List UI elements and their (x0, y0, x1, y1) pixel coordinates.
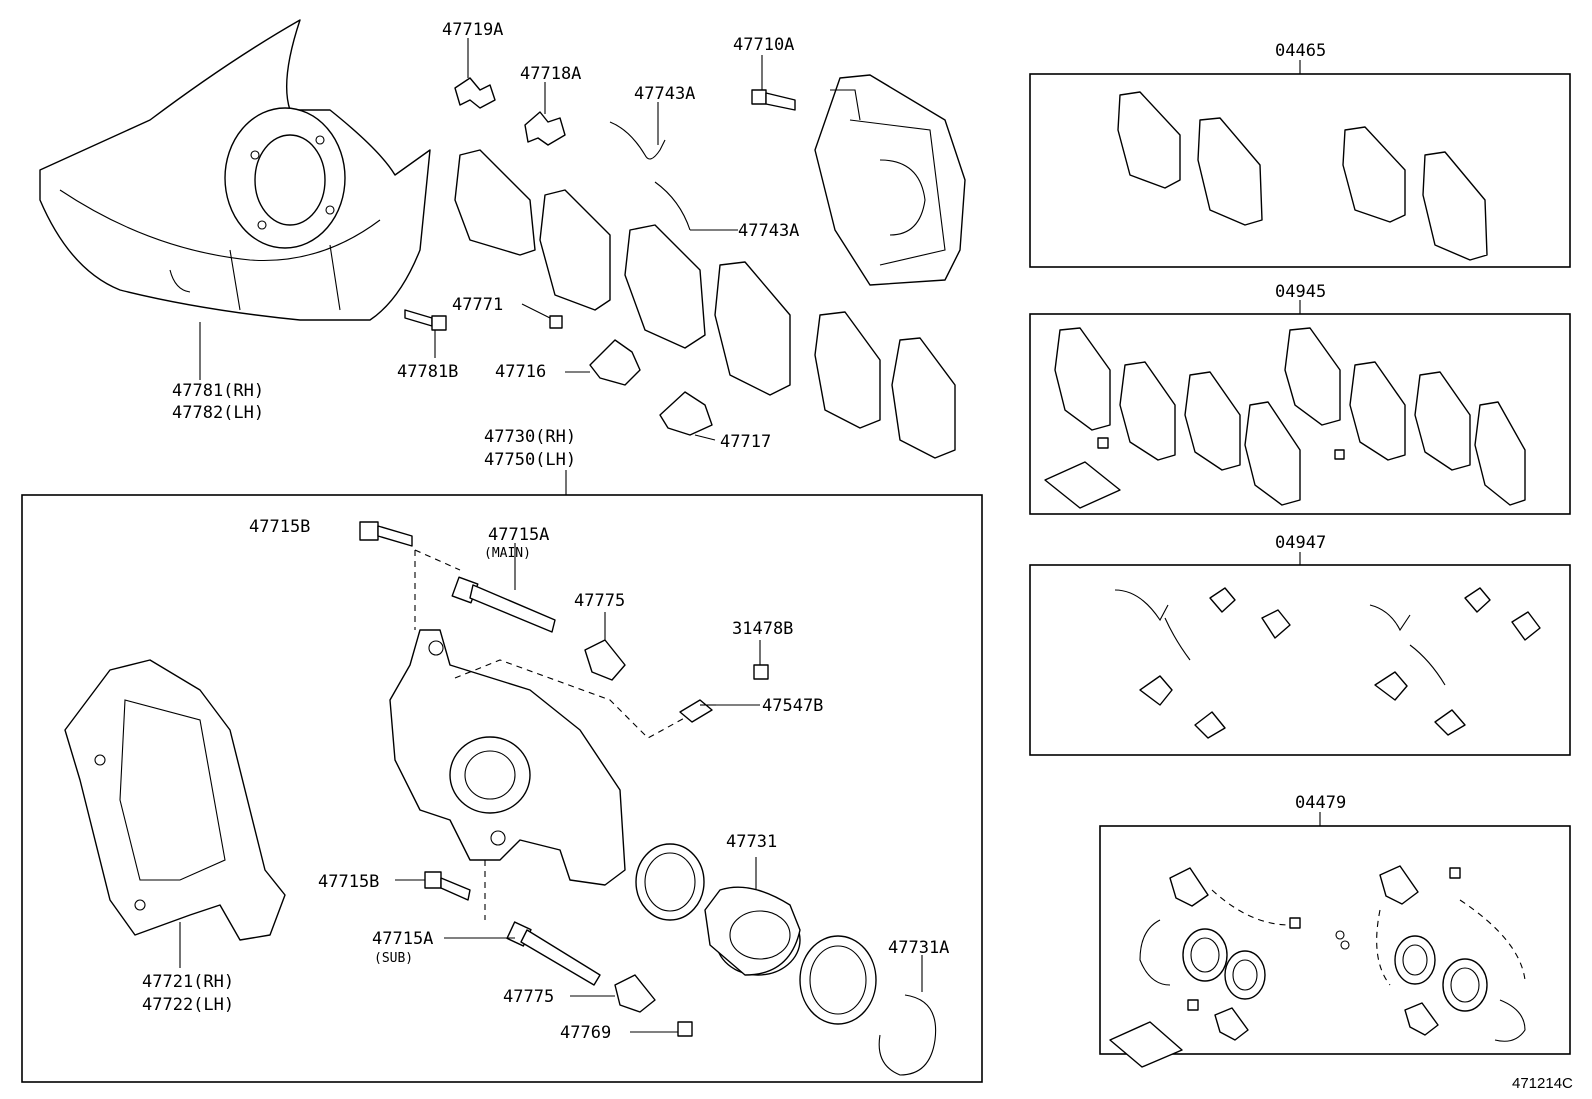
mounting-bracket-drawing (64, 659, 286, 941)
label-47710A: 47710A (733, 35, 794, 55)
clip-47719A-drawing (454, 77, 496, 109)
label-47721-rh: 47721(RH) (142, 972, 234, 992)
kit-04945-pads-drawing (1044, 327, 1526, 509)
label-47718A: 47718A (520, 64, 581, 84)
label-47717: 47717 (720, 432, 771, 452)
seal-ring-drawing (635, 843, 705, 921)
bolt-47715B-top-drawing (359, 521, 413, 547)
label-47781-rh: 47781(RH) (172, 381, 264, 401)
label-47547B: 47547B (762, 696, 823, 716)
piston-boot-drawing (799, 935, 877, 1025)
label-47715A-main: 47715A (488, 525, 549, 545)
pin-47715A-sub-drawing (506, 921, 601, 986)
label-47731A: 47731A (888, 938, 949, 958)
label-31478B: 31478B (732, 619, 793, 639)
wear-indicator-47716-drawing (589, 339, 641, 386)
label-kit-04945: 04945 (1275, 282, 1326, 302)
kit-04947-clips-drawing (1114, 587, 1541, 739)
caliper-top-drawing (814, 74, 966, 286)
boot-47775-bottom-drawing (614, 974, 656, 1013)
label-47743A-top: 47743A (634, 84, 695, 104)
label-47771: 47771 (452, 295, 503, 315)
label-kit-04479: 04479 (1295, 793, 1346, 813)
caliper-assembly-box (21, 494, 983, 1083)
label-47730-rh: 47730(RH) (484, 427, 576, 447)
bleeder-47547B-drawing (679, 699, 716, 723)
label-47781B: 47781B (397, 362, 458, 382)
dust-shield-drawing (39, 19, 431, 321)
label-47731: 47731 (726, 832, 777, 852)
label-47782-lh: 47782(LH) (172, 403, 264, 423)
clip-47718A-drawing (524, 111, 566, 146)
bolt-47710A-drawing (751, 89, 796, 111)
label-kit-04465: 04465 (1275, 41, 1326, 61)
label-47719A: 47719A (442, 20, 503, 40)
label-47743A-mid: 47743A (738, 221, 799, 241)
boot-47775-top-drawing (584, 639, 626, 681)
cap-31478B-drawing (753, 664, 769, 680)
label-47750-lh: 47750(LH) (484, 450, 576, 470)
piston-47731-drawing (704, 886, 801, 976)
label-47775-bottom: 47775 (503, 987, 554, 1007)
kit-04465-box (1029, 73, 1571, 268)
pin-47715A-main-drawing (451, 576, 556, 633)
label-47769: 47769 (560, 1023, 611, 1043)
label-47715A-sub: 47715A (372, 929, 433, 949)
kit-04465-pads-drawing (1117, 91, 1488, 261)
pads-drawing (454, 149, 956, 459)
spring-47743A-drawing (609, 121, 691, 231)
label-47715B-top: 47715B (249, 517, 310, 537)
bolt-47781B-drawing (404, 309, 447, 331)
label-47722-lh: 47722(LH) (142, 995, 234, 1015)
bolt-47715B-bottom-drawing (424, 871, 471, 901)
label-47715B-bottom: 47715B (318, 872, 379, 892)
caliper-body-drawing (389, 629, 626, 886)
label-main-note: (MAIN) (484, 546, 531, 561)
snap-ring-47731A-drawing (878, 994, 937, 1076)
kit-04479-box (1099, 825, 1571, 1055)
figure-code: 471214C (1512, 1075, 1573, 1092)
label-sub-note: (SUB) (374, 951, 413, 966)
cap-47769-drawing (677, 1021, 693, 1037)
clip-47771-drawing (549, 315, 563, 329)
label-47775-top: 47775 (574, 591, 625, 611)
kit-04479-seals-drawing (1109, 865, 1526, 1068)
kit-04947-box (1029, 564, 1571, 756)
wear-indicator-47717-drawing (659, 391, 713, 436)
label-kit-04947: 04947 (1275, 533, 1326, 553)
label-47716: 47716 (495, 362, 546, 382)
